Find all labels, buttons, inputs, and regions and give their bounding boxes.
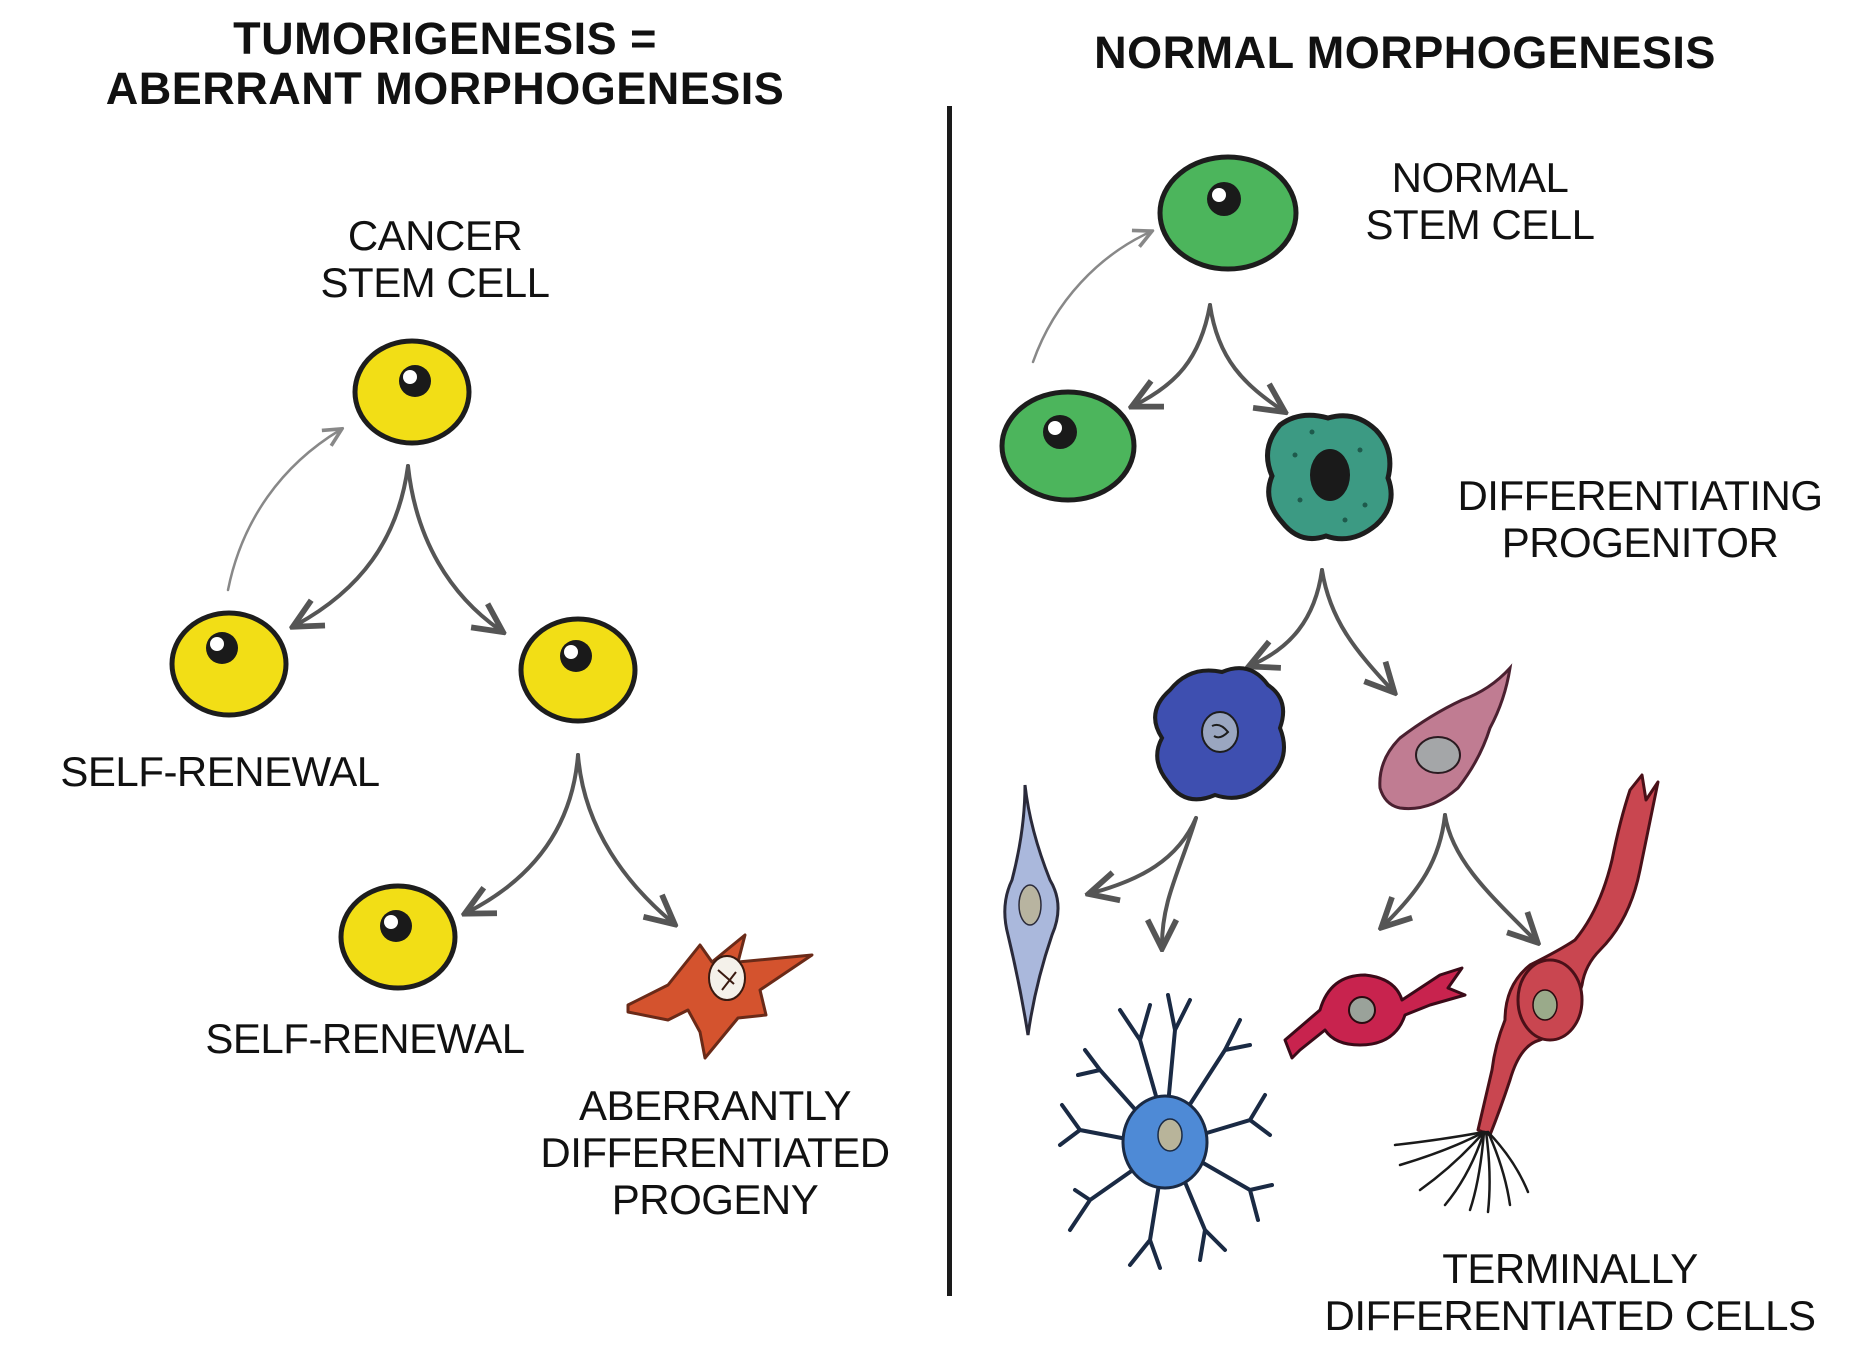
right-arrows [1031, 232, 1535, 945]
daughter-cancer-cell-icon [518, 616, 638, 724]
self-renewal-lower-label: SELF-RENEWAL [205, 1015, 525, 1062]
arrow-right-to-renewal [468, 753, 580, 912]
arrow-stem-to-green [1135, 303, 1212, 405]
progenitor-cell-icon [1265, 412, 1394, 542]
green-daughter-cell-icon [999, 389, 1137, 503]
self-renewal-cell-icon [169, 610, 289, 718]
red-neuron-small-icon [1283, 966, 1467, 1060]
terminal-cells-label: TERMINALLY DIFFERENTIATED CELLS [1324, 1245, 1816, 1340]
cancer-stem-cell-label: CANCER STEM CELL [320, 212, 550, 307]
left-heading: TUMORIGENESIS = ABERRANT MORPHOGENESIS [105, 13, 785, 115]
self-renewal-cell-lower-icon [338, 883, 458, 991]
aberrant-cell-icon [626, 933, 814, 1060]
arrow-cancer-to-right [406, 464, 500, 630]
blue-cell-icon [1153, 666, 1286, 802]
arrow-blue-to-astro [1162, 816, 1198, 945]
normal-stem-cell-label: NORMAL STEM CELL [1365, 154, 1595, 249]
pale-spindle-cell-icon [1003, 784, 1060, 1036]
arrow-stem-loop [1031, 232, 1150, 364]
arrow-cancer-to-left [296, 464, 410, 625]
arrow-blue-to-pale [1092, 816, 1198, 893]
astrocyte-cell-icon [1058, 993, 1274, 1270]
cancer-stem-cell-icon [352, 338, 472, 446]
long-neuron-icon [1393, 773, 1660, 1214]
arrow-self-renewal-loop [226, 430, 340, 592]
arrow-prog-to-pink [1320, 568, 1392, 690]
normal-stem-cell-icon [1157, 154, 1299, 272]
progenitor-label: DIFFERENTIATING PROGENITOR [1457, 472, 1823, 567]
arrow-pink-to-neuron [1443, 813, 1535, 940]
left-arrows [226, 430, 672, 922]
self-renewal-upper-label: SELF-RENEWAL [60, 748, 380, 795]
arrow-pink-to-red [1384, 813, 1447, 925]
arrow-stem-to-progenitor [1208, 303, 1282, 410]
arrow-right-to-aberrant [576, 753, 672, 922]
aberrant-progeny-label: ABERRANTLY DIFFERENTIATED PROGENY [540, 1082, 890, 1224]
right-heading: NORMAL MORPHOGENESIS [1094, 27, 1716, 78]
pink-cell-icon [1378, 663, 1513, 811]
arrow-prog-to-blue [1252, 568, 1324, 665]
panel-divider [947, 106, 952, 1296]
